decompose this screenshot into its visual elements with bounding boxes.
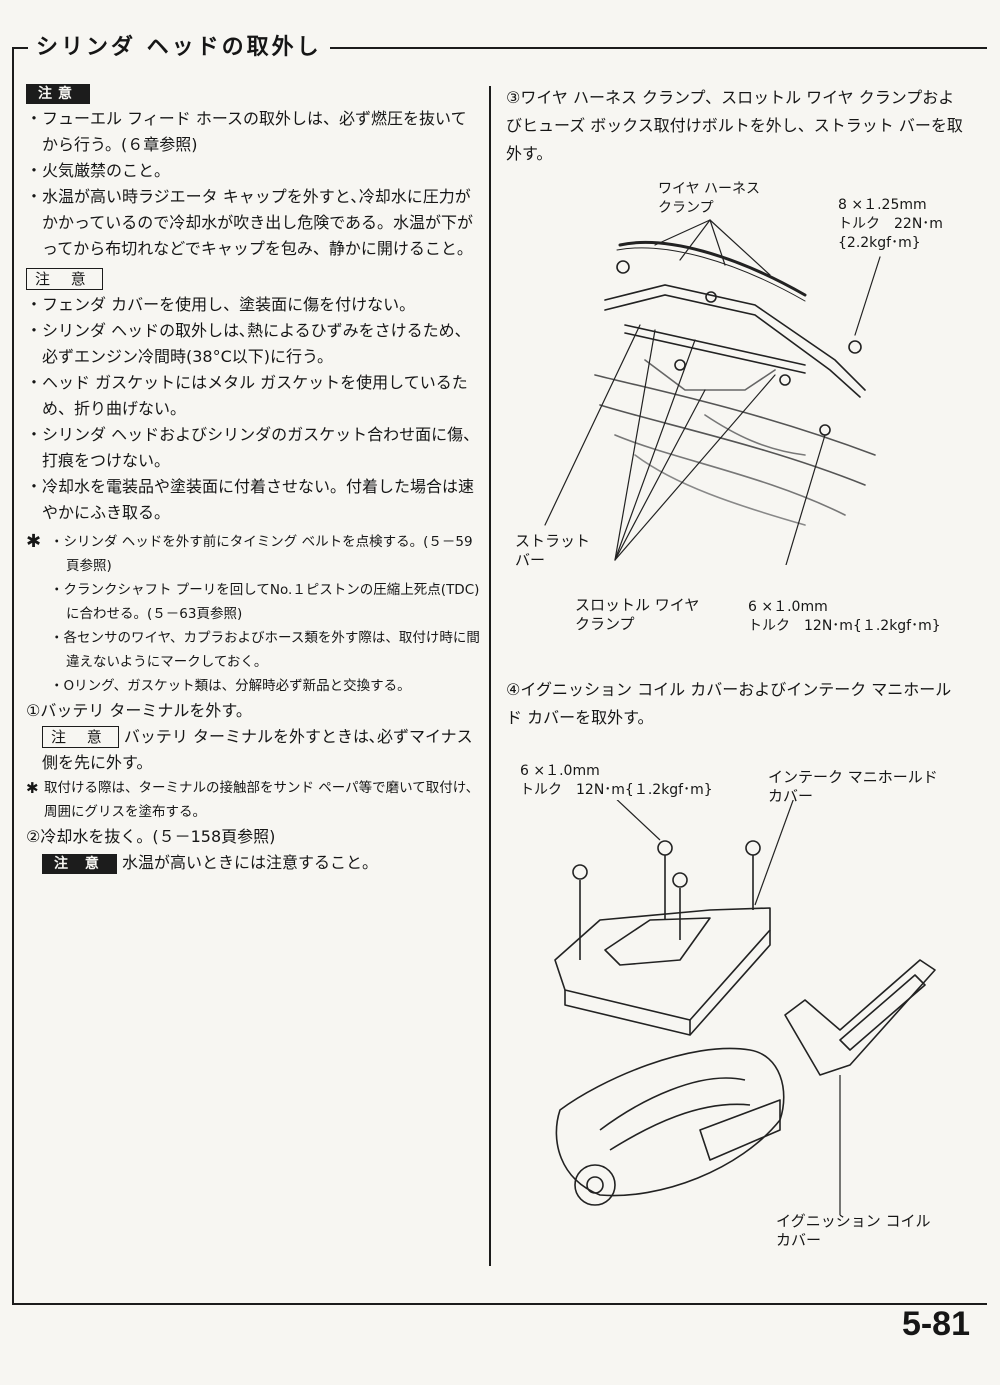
star-item: ・Oリング、ガスケット類は、分解時必ず新品と交換する。 bbox=[50, 678, 411, 694]
star-item: ・各センサのワイヤ、カプラおよびホース類を外す際は、取付け時に間違えないようにマ… bbox=[50, 630, 480, 670]
column-divider bbox=[489, 86, 491, 1266]
label-torque-covers: 6 ×１.0mm トルク 12N･m{１.2kgf･m} bbox=[520, 763, 713, 798]
strut-bar-diagram bbox=[544, 219, 881, 565]
step-2: ②冷却水を抜く。(５－158頁参照) bbox=[26, 827, 276, 846]
section-title: シリンダ ヘッドの取外し bbox=[28, 34, 330, 62]
step-2-warning-tag: 注 意 bbox=[42, 854, 117, 874]
label-strut-bar: ストラット バー bbox=[515, 532, 591, 569]
caution-item: ・シリンダ ヘッドおよびシリンダのガスケット合わせ面に傷、打痕をつけない。 bbox=[26, 425, 480, 470]
frame-top-rule bbox=[12, 47, 987, 49]
star-note-block: ✱ ・シリンダ ヘッドを外す前にタイミング ベルトを点検する。(５－59頁参照)… bbox=[26, 530, 482, 698]
label-torque-top: 8 ×１.25mm トルク 22N･m {2.2kgf･m} bbox=[838, 197, 943, 251]
caution-item: ・シリンダ ヘッドの取外しは､熱によるひずみをさけるため、必ずエンジン冷間時(3… bbox=[26, 321, 471, 366]
step-1-caution: 注 意 バッテリ ターミナルを外すときは､必ずマイナス側を先に外す。 bbox=[26, 724, 482, 776]
step-1-caution-tag: 注 意 bbox=[42, 726, 119, 748]
step-1-star-note: ✱ 取付ける際は、ターミナルの接触部をサンド ペーパ等で磨いて取付け、周囲にグリ… bbox=[26, 776, 482, 824]
step-1-caution-text: バッテリ ターミナルを外すときは､必ずマイナス側を先に外す。 bbox=[42, 727, 473, 772]
frame-bottom-rule bbox=[12, 1303, 987, 1305]
label-intake-manifold-cover: インテーク マニホールド カバー bbox=[768, 768, 938, 805]
star-icon: ✱ bbox=[26, 531, 42, 552]
frame-left-rule bbox=[12, 47, 14, 1305]
star-icon: ✱ bbox=[26, 779, 39, 797]
step-3: ③ワイヤ ハーネス クランプ、スロットル ワイヤ クランプおよびヒューズ ボック… bbox=[506, 88, 963, 163]
warning-tag: 注意 bbox=[26, 84, 90, 104]
caution-item: ・ヘッド ガスケットにはメタル ガスケットを使用しているため、折り曲げない。 bbox=[26, 373, 468, 418]
caution-item: ・冷却水を電装品や塗装面に付着させない。付着した場合は速やかにふき取る。 bbox=[26, 477, 475, 522]
label-wire-harness-clamp: ワイヤ ハーネス クランプ bbox=[658, 181, 761, 216]
warning-item: ・フューエル フィード ホースの取外しは、必ず燃圧を抜いてから行う。(６章参照) bbox=[26, 109, 467, 154]
label-ignition-coil-cover: イグニッション コイル カバー bbox=[776, 1212, 931, 1249]
left-column: 注意 ・フューエル フィード ホースの取外しは、必ず燃圧を抜いてから行う。(６章… bbox=[26, 80, 482, 876]
step-2-warning-text: 水温が高いときには注意すること。 bbox=[121, 853, 378, 872]
step-2-warning: 注 意 水温が高いときには注意すること。 bbox=[26, 850, 482, 876]
caution-item: ・フェンダ カバーを使用し、塗装面に傷を付けない。 bbox=[26, 295, 416, 314]
star-item: ・クランクシャフト プーリを回してNo.１ピストンの圧縮上死点(TDC)に合わせ… bbox=[50, 582, 480, 622]
step-4: ④イグニッション コイル カバーおよびインテーク マニホールド カバーを取外す。 bbox=[506, 680, 952, 727]
label-torque-bottom: 6 ×１.0mm トルク 12N･m{１.2kgf･m} bbox=[748, 599, 941, 634]
step-1-star-text: 取付ける際は、ターミナルの接触部をサンド ペーパ等で磨いて取付け、周囲にグリスを… bbox=[44, 780, 480, 820]
label-throttle-wire-clamp: スロットル ワイヤ クランプ bbox=[575, 596, 700, 633]
warning-item: ・火気厳禁のこと。 bbox=[26, 161, 171, 180]
caution-tag: 注 意 bbox=[26, 268, 103, 290]
step-1: ①バッテリ ターミナルを外す。 bbox=[26, 701, 252, 720]
page-number: 5-81 bbox=[901, 1305, 970, 1343]
covers-diagram bbox=[554, 800, 936, 1215]
warning-item: ・水温が高い時ラジエータ キャップを外すと､冷却水に圧力がかかっているので冷却水… bbox=[26, 187, 474, 258]
star-item: ・シリンダ ヘッドを外す前にタイミング ベルトを点検する。(５－59頁参照) bbox=[50, 534, 473, 574]
